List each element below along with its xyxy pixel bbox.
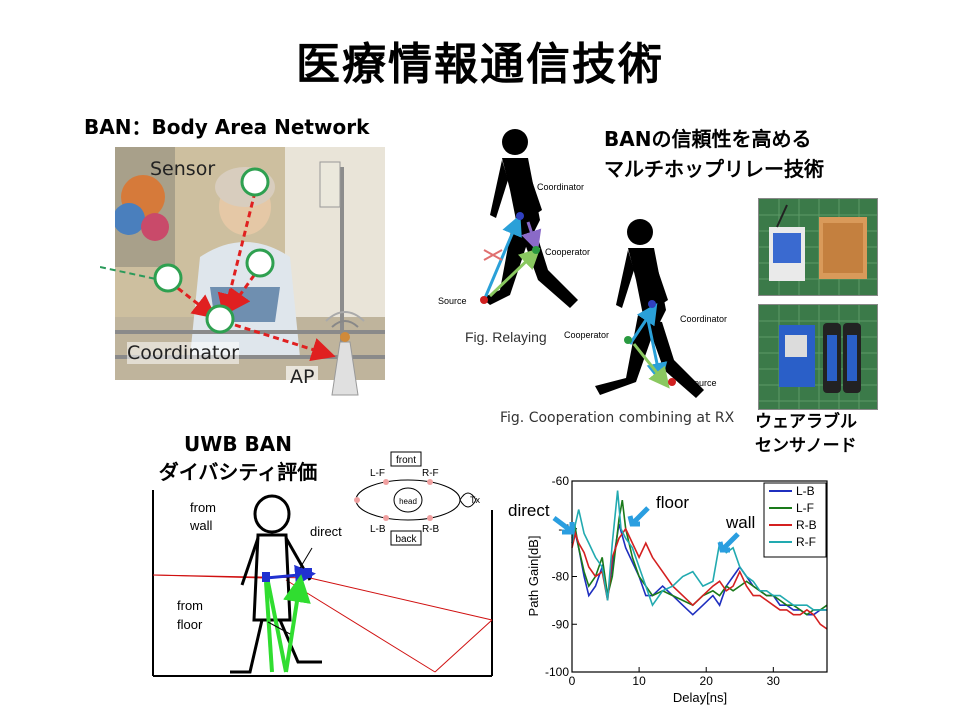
x-axis-title: Delay[ns]: [673, 690, 727, 705]
rf-label: R-F: [422, 468, 439, 479]
y-tick-label: -100: [545, 665, 569, 679]
sensor-node-icon: [153, 263, 183, 293]
uwb-room-diagram: from wall direct from floor: [152, 490, 493, 677]
annotation-floor: floor: [656, 493, 689, 512]
from-wall-label-2: wall: [189, 518, 213, 533]
fig2-source-label: Source: [688, 378, 717, 388]
access-point-icon: [325, 311, 365, 396]
antenna-placement-diagram: front head Tx L-F R-F L-B R-B back: [354, 451, 480, 546]
ban-heading: BAN：Body Area Network: [84, 115, 370, 139]
sensor-node-caption-line1: ウェアラブル: [755, 412, 857, 432]
rb-label: R-B: [422, 524, 440, 535]
fig2-cooperator-label: Cooperator: [564, 330, 609, 340]
direct-arrow-icon: [552, 516, 575, 535]
person-outline-icon: [230, 494, 322, 674]
y-tick-label: -7: [558, 522, 569, 536]
wall-arrow-icon: [717, 532, 740, 553]
legend-label: L-B: [796, 484, 815, 498]
sensor-board-photo-2: [758, 304, 878, 410]
chart-axes-group: 0 10 20 30 -60 -7 -80 -90 -100: [545, 474, 780, 688]
fig1-caption: Fig. Relaying: [465, 329, 547, 345]
chart-plot-frame: [571, 480, 828, 673]
legend-label: R-B: [796, 518, 817, 532]
chart-series-group: [571, 490, 828, 630]
y-tick-label: -60: [552, 474, 570, 488]
external-link-line: [100, 266, 171, 283]
from-floor-label-1: from: [177, 598, 203, 613]
y-tick-label: -90: [552, 617, 570, 631]
coordinator-node-icon: [205, 304, 235, 334]
relay-heading-line2: マルチホップリレー技術: [604, 157, 824, 181]
fig2-coordinator-label: Coordinator: [680, 314, 727, 324]
path-gain-chart: 0 10 20 30 -60 -7 -80 -90 -100 Delay[ns] Path Ga…: [508, 474, 828, 705]
sensor-node-caption: ウェアラブル センサノード: [755, 410, 857, 458]
fig1-source-label: Source: [438, 296, 467, 306]
sensor-node-icon: [240, 167, 270, 197]
y-tick-label: -80: [552, 570, 570, 584]
lf-label: L-F: [370, 468, 385, 479]
relay-heading: BANの信頼性を高める マルチホップリレー技術: [604, 124, 824, 184]
annotation-wall: wall: [725, 513, 755, 532]
sensor-node-caption-line2: センサノード: [755, 436, 857, 456]
sensor-node-icon: [245, 248, 275, 278]
relay-heading-line1: BANの信頼性を高める: [604, 127, 812, 151]
back-label: back: [395, 534, 417, 545]
walker-2-silhouette: [595, 219, 704, 398]
legend-label: L-F: [796, 501, 814, 515]
coordinator-label: Coordinator: [127, 342, 239, 364]
from-wall-label-1: from: [190, 500, 216, 515]
page-title: 医療情報通信技術: [296, 39, 664, 90]
chart-legend: L-B L-F R-B R-F: [763, 482, 827, 558]
sensor-label: Sensor: [150, 158, 216, 180]
x-tick-label: 20: [700, 674, 714, 688]
sensor-link-3: [226, 266, 262, 314]
sensor-board-photo-1: [758, 198, 878, 296]
lb-label: L-B: [370, 524, 386, 535]
uwb-heading: UWB BAN ダイバシティ評価: [148, 430, 328, 486]
relay-figures: Coordinator Cooperator Source Fig. Relay…: [438, 129, 727, 398]
ban-overlay: [100, 167, 365, 396]
fig2-caption: Fig. Cooperation combining at RX: [500, 410, 735, 426]
sensor-link-2: [169, 280, 217, 319]
head-label: head: [399, 497, 417, 506]
x-tick-label: 10: [632, 674, 646, 688]
coordinator-ap-link: [234, 323, 336, 362]
legend-box: [763, 482, 827, 558]
uwb-heading-line2: ダイバシティ評価: [158, 460, 318, 484]
annotation-direct: direct: [508, 501, 550, 520]
direct-label: direct: [310, 524, 342, 539]
x-tick-label: 30: [767, 674, 781, 688]
tx-label: Tx: [470, 495, 480, 505]
x-tick-label: 0: [569, 674, 576, 688]
walker-1-silhouette: [482, 129, 578, 308]
series-line-r-f: [571, 490, 827, 611]
fig1-coordinator-label: Coordinator: [537, 182, 584, 192]
ap-label: AP: [286, 366, 319, 388]
uwb-heading-line1: UWB BAN: [184, 432, 292, 456]
y-axis-title: Path Gain[dB]: [526, 536, 541, 617]
front-label: front: [396, 455, 416, 466]
fig1-cooperator-label: Cooperator: [545, 247, 590, 257]
legend-label: R-F: [796, 535, 816, 549]
floor-arrow-icon: [627, 506, 650, 527]
from-floor-label-2: floor: [177, 617, 203, 632]
